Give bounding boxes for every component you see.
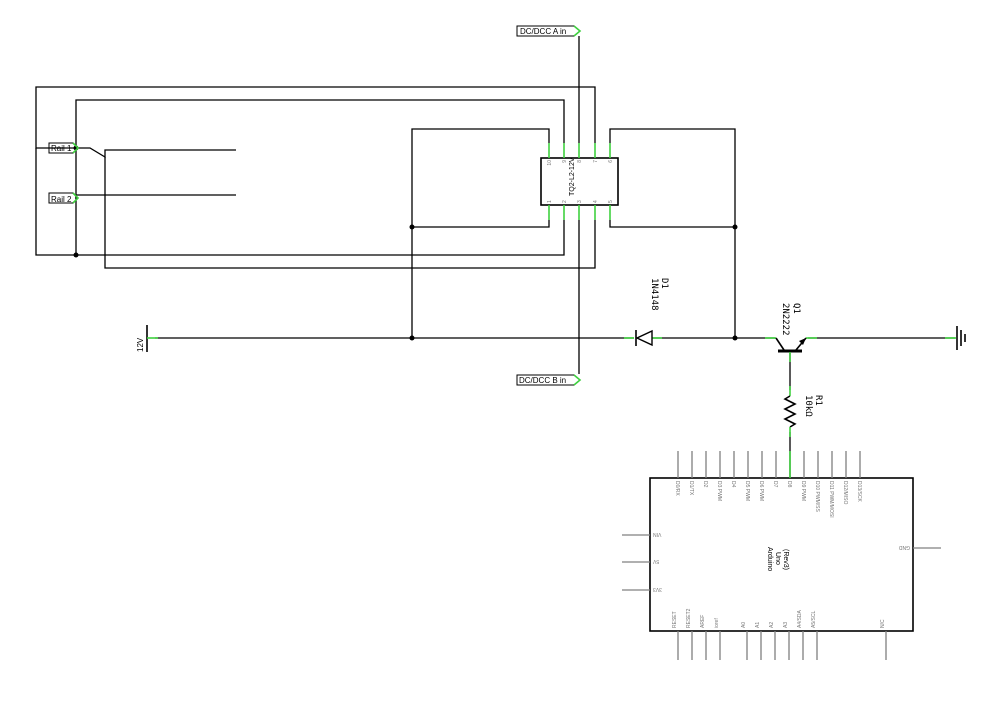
wire-relay-pin1 — [412, 220, 550, 228]
arduino-bottom-pin-label: AREF — [700, 615, 706, 628]
wire-rail2 — [75, 194, 236, 199]
diode-value: 1N4148 — [649, 278, 659, 311]
relay-bottom-pin-label: 5 — [608, 200, 614, 203]
arduino-top-pin-label: D8 — [786, 481, 792, 488]
power-12v: 12V — [136, 325, 158, 352]
relay-top-pin-label: 9 — [562, 160, 568, 163]
arduino-top-pin-label: D7 — [772, 481, 778, 488]
arduino-bottom-pin-label: A0 — [741, 622, 747, 628]
wire-inner-top-loop — [75, 99, 565, 148]
q1-ref: Q1 — [791, 303, 801, 314]
relay-bottom-pin-label: 3 — [577, 200, 583, 203]
net-label-dcc-a: DC/DCC A in — [516, 25, 582, 37]
wire-relay-pin10 — [411, 128, 550, 338]
wire-lower-loop — [104, 157, 596, 269]
relay-pins: 10 9 8 7 6 1 2 3 4 5 — [547, 143, 614, 220]
junction-pin5 — [732, 224, 738, 230]
wire-left-bottom — [35, 148, 565, 256]
arduino-top-pin-label: D2 — [702, 481, 708, 488]
arduino-name: Arduino Uno (Rev3) — [766, 547, 789, 571]
arduino-top-pin-label: D4 — [730, 481, 736, 488]
arduino-top-pin-label: D0/RX — [674, 481, 680, 496]
junction-q1-collector — [732, 335, 738, 341]
net-label-dcc-b: DC/DCC B in — [516, 374, 582, 386]
arduino-top-pin-label: D10 PWM/SS — [814, 481, 820, 513]
resistor-r1: R1 10kΩ — [783, 386, 823, 437]
arduino-bottom-pin-label: A5/SCL — [811, 611, 817, 628]
dcc-a-text: DC/DCC A in — [520, 27, 566, 36]
arduino-bottom-pin-label: N/C — [880, 619, 886, 628]
q1-value: 2N2222 — [780, 303, 790, 336]
diode-ref: D1 — [659, 278, 669, 289]
arduino-bottom-pin-label: ioref — [714, 618, 720, 628]
arduino-left-pin-label: 3V3 — [653, 586, 662, 592]
arduino-name-2: Uno — [774, 552, 781, 565]
relay-bottom-pin-label: 1 — [547, 200, 553, 203]
arduino-top-pin-label: D12/MISO — [842, 481, 848, 504]
r1-value: 10kΩ — [803, 395, 813, 417]
wire-relay-pin6 — [609, 128, 736, 338]
relay-tq2: TQ2-L2-12V 10 9 8 7 6 1 2 3 4 5 — [540, 143, 619, 220]
diode-d1: D1 1N4148 — [624, 278, 669, 347]
dcc-b-text: DC/DCC B in — [519, 376, 566, 385]
arduino-bottom-pin-label: A4/SDA — [797, 610, 803, 628]
wire-outer-loop — [35, 86, 596, 149]
r1-ref: R1 — [813, 395, 823, 406]
wires — [35, 36, 955, 478]
relay-top-pin-label: 8 — [577, 160, 583, 163]
arduino-bottom-pin-label: RESET — [672, 611, 678, 628]
v12-label: 12V — [136, 337, 145, 352]
arduino-name-3: (Rev3) — [782, 549, 789, 570]
arduino-right-pin-label: GND — [899, 544, 911, 550]
rail1-text: Rail 1 — [51, 144, 72, 153]
wire-relay-pin5 — [609, 220, 735, 228]
arduino-top-pin-label: D3 PWM — [716, 481, 722, 501]
net-label-rail1: Rail 1 — [48, 142, 80, 154]
arduino-top-pin-label: D9 PWM — [800, 481, 806, 501]
relay-bottom-pin-label: 2 — [562, 200, 568, 203]
junction-pin1 — [409, 224, 415, 230]
ground-symbol — [945, 326, 966, 350]
arduino-left-pin-label: VIN — [653, 531, 662, 537]
arduino-bottom-pin-label: RESET2 — [686, 608, 692, 628]
arduino-top-pin-label: D5 PWM — [744, 481, 750, 501]
arduino-bottom-pin-label: A3 — [783, 622, 789, 628]
arduino-pins: D0/RX D1/TX D2 D3 PWM D4 D5 PWM D6 PWM D7 D8 D9 P… — [622, 451, 941, 660]
transistor-q1: Q1 2N2222 — [765, 303, 817, 362]
relay-top-pin-label: 10 — [547, 160, 553, 166]
arduino-top-pin-label: D11 PWM/MOSI — [828, 481, 834, 518]
arduino-bottom-pin-label: A1 — [755, 622, 761, 628]
net-label-rail2: Rail 2 — [48, 192, 80, 204]
rail2-text: Rail 2 — [51, 195, 72, 204]
arduino-top-pin-label: D6 PWM — [758, 481, 764, 501]
relay-bottom-pin-label: 4 — [593, 200, 599, 203]
junction-12v — [409, 335, 415, 341]
arduino-top-pin-label: D1/TX — [688, 481, 694, 496]
relay-top-pin-label: 6 — [608, 160, 614, 163]
junction-left-bottom — [73, 252, 79, 258]
arduino-top-pin-label: D13/SCK — [856, 481, 862, 503]
arduino-left-pin-label: 5V — [652, 558, 659, 564]
arduino-name-1: Arduino — [766, 547, 773, 571]
relay-top-pin-label: 7 — [593, 160, 599, 163]
arduino-body — [649, 477, 914, 632]
arduino-bottom-pin-label: A2 — [769, 622, 775, 628]
relay-name: TQ2-L2-12V — [569, 157, 576, 196]
wire-rail1 — [76, 147, 236, 159]
junctions — [73, 145, 738, 341]
